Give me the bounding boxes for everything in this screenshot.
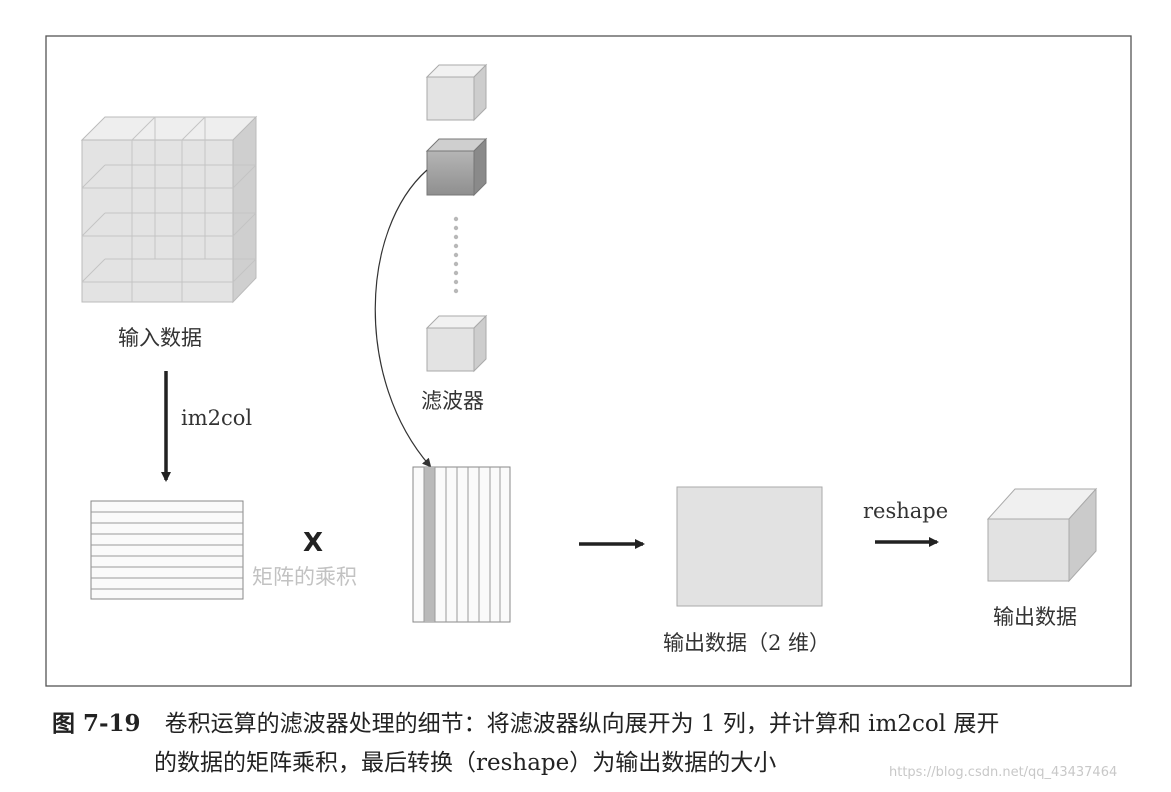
input-data-label: 输入数据 bbox=[118, 326, 202, 350]
reshape-label: reshape bbox=[863, 499, 949, 523]
im2col-matrix bbox=[90, 500, 244, 600]
caption-line-2: 的数据的矩阵乘积，最后转换（reshape）为输出数据的大小 bbox=[154, 743, 776, 777]
filter-cube-1 bbox=[425, 63, 488, 122]
caption-text-2: 的数据的矩阵乘积，最后转换（reshape）为输出数据的大小 bbox=[154, 750, 777, 776]
caption-line-1: 图 7-19 卷积运算的滤波器处理的细节：将滤波器纵向展开为 1 列，并计算和 i… bbox=[52, 704, 999, 738]
output-data-label: 输出数据 bbox=[993, 605, 1077, 629]
input-data-cube bbox=[80, 115, 258, 304]
output-data-cube bbox=[986, 487, 1098, 583]
times-symbol: X bbox=[303, 528, 324, 558]
caption-number: 图 7-19 bbox=[52, 710, 141, 737]
output-2d-matrix bbox=[676, 486, 823, 607]
matrix-product-label: 矩阵的乘积 bbox=[252, 565, 357, 589]
filter-unfold-arrow bbox=[374, 169, 432, 468]
filter-cube-last bbox=[425, 314, 488, 373]
caption-text-1: 卷积运算的滤波器处理的细节：将滤波器纵向展开为 1 列，并计算和 im2col … bbox=[164, 711, 1000, 737]
filter-ellipsis-dots bbox=[453, 216, 459, 294]
filter-matrix bbox=[412, 466, 511, 623]
watermark: https://blog.csdn.net/qq_43437464 bbox=[889, 765, 1118, 780]
filter-label: 滤波器 bbox=[421, 389, 484, 413]
filter-column-highlight bbox=[424, 467, 435, 622]
im2col-label: im2col bbox=[181, 406, 253, 430]
output-2d-label: 输出数据（2 维） bbox=[663, 631, 831, 655]
filter-cube-highlighted bbox=[425, 137, 488, 197]
